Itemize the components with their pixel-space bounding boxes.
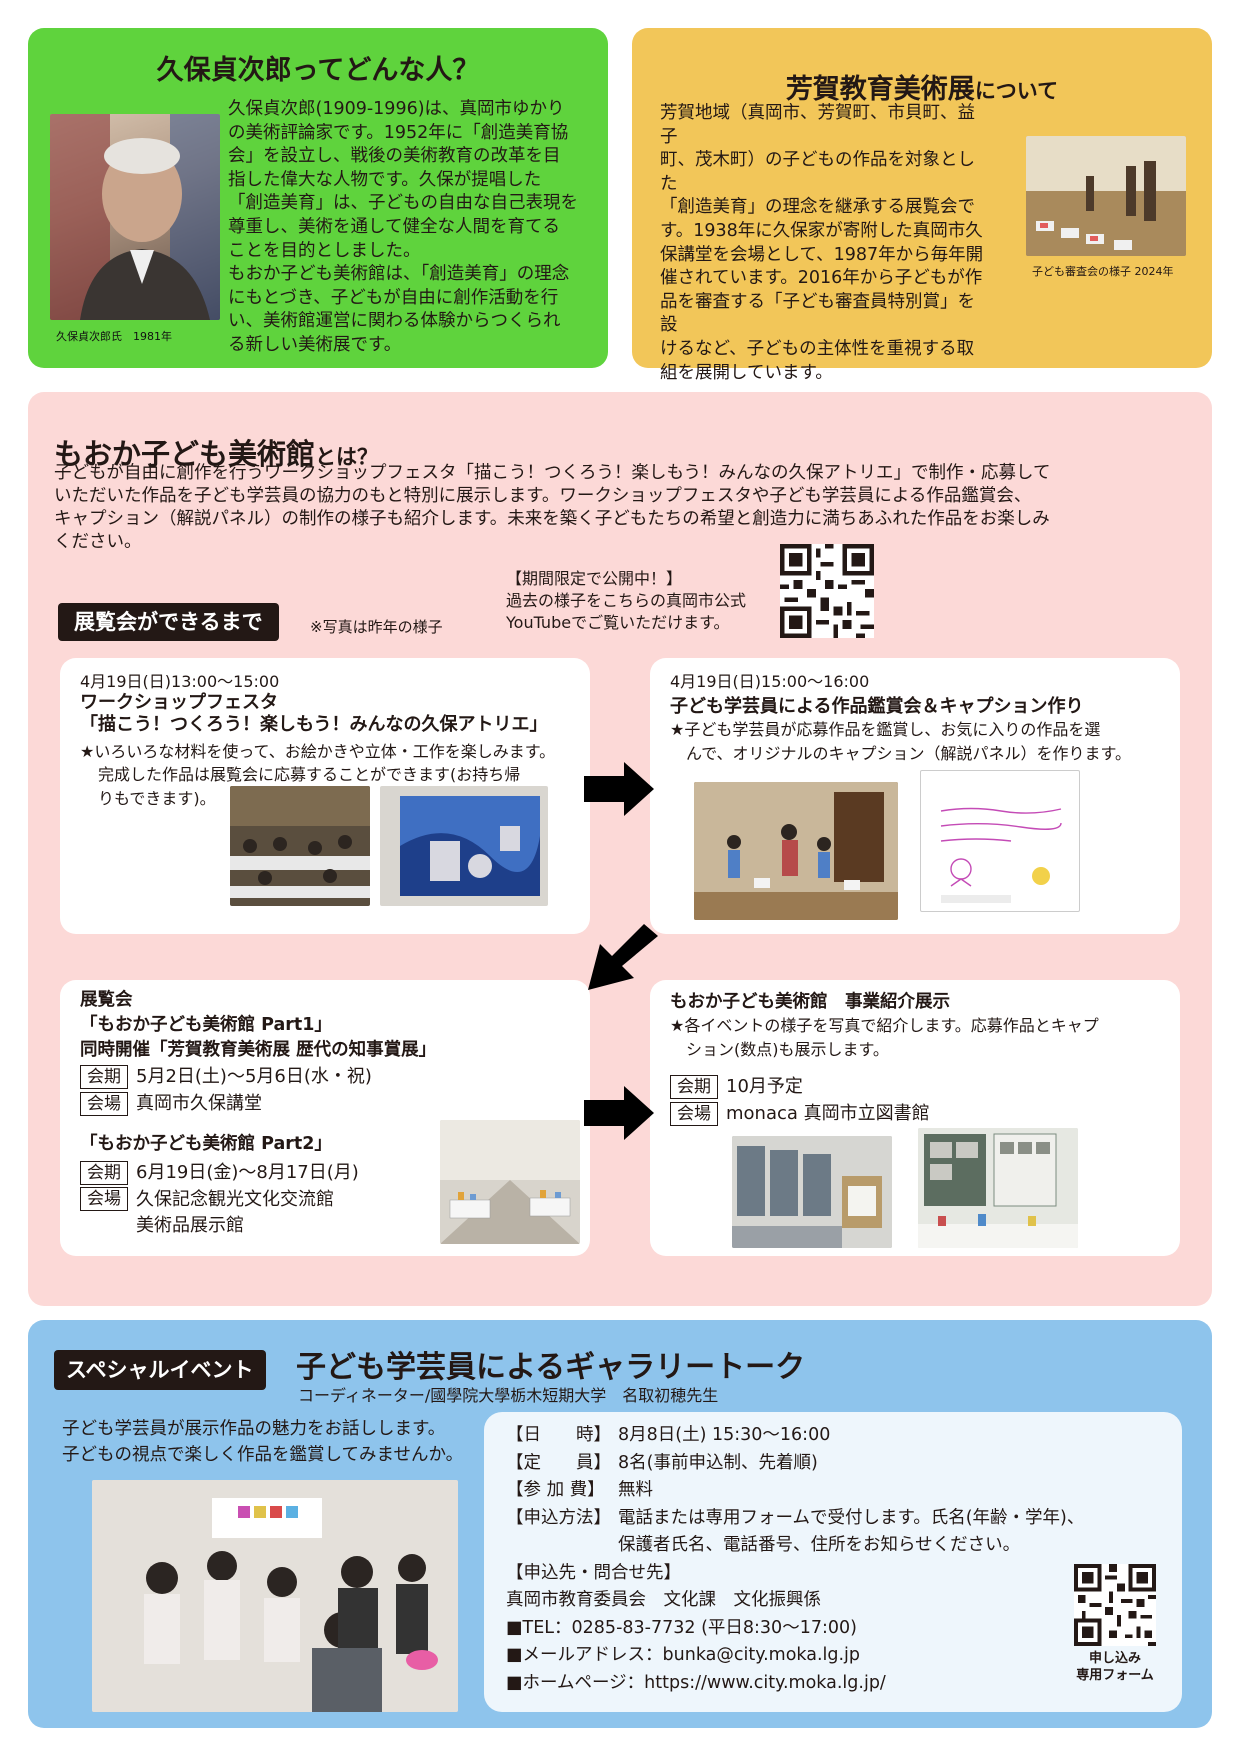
detail-value: 8名(事前申込制、先着順) xyxy=(618,1452,818,1473)
kubo-body: 久保貞次郎(1909-1996)は、真岡市ゆかり の美術評論家です。1952年に… xyxy=(228,99,578,355)
step3-card: 展覧会 「もおか子ども美術館 Part1」 同時開催「芳賀教育美術展 歴代の知事… xyxy=(60,980,590,1256)
step2-photo-appreciation xyxy=(694,782,898,920)
haga-title: 芳賀教育美術展について xyxy=(632,48,1212,106)
step1-desc: ★いろいろな材料を使って、お絵かきや立体・工作を楽しみます。 xyxy=(80,742,556,761)
arrow-right-icon xyxy=(584,762,654,816)
step4-photo-display2 xyxy=(918,1128,1078,1248)
haga-title-main: 芳賀教育美術展 xyxy=(785,74,975,105)
detail-label: 【定 員】 xyxy=(506,1452,611,1473)
step4-photo-display1 xyxy=(732,1136,892,1248)
step4-card: もおか子ども美術館 事業紹介展示 ★各イベントの様子を写真で紹介します。応募作品… xyxy=(650,980,1180,1256)
flow-note: ※写真は昨年の様子 xyxy=(310,618,443,636)
kubo-title: 久保貞次郎ってどんな人？ xyxy=(156,55,480,86)
flow-label: 展覧会ができるまで xyxy=(58,603,279,641)
step1-title: ワークショップフェスタ 「描こう！つくろう！楽しもう！みんなの久保アトリエ」 xyxy=(80,692,548,735)
apply-form-qr-code[interactable] xyxy=(1074,1564,1156,1646)
period-tag: 会期 xyxy=(80,1161,128,1185)
step2-desc: ★子ども学芸員が応募作品を鑑賞し、お気に入りの作品を選 んで、オリジナルのキャプ… xyxy=(670,720,1131,763)
venue-tag: 会場 xyxy=(670,1102,718,1126)
haga-panel: 芳賀教育美術展について 芳賀地域（真岡市、芳賀町、市貝町、益子 町、茂木町）の子… xyxy=(632,28,1212,383)
about-title-suffix: とは？ xyxy=(315,445,379,469)
step4-desc: ★各イベントの様子を写真で紹介します。応募作品とキャプ ション(数点)も展示しま… xyxy=(670,1016,1099,1059)
kubo-photo-caption: 久保貞次郎氏 1981年 xyxy=(56,330,172,343)
gallery-talk-photo xyxy=(92,1480,458,1712)
step2-title: 子ども学芸員による作品鑑賞会＆キャプション作り xyxy=(670,696,1084,717)
step4-venue: monaca 真岡市立図書館 xyxy=(726,1103,930,1124)
step3-period2: 6月19日(金)〜8月17日(月) xyxy=(136,1162,359,1183)
kubo-panel: 久保貞次郎ってどんな人？ 久保貞次郎氏 1981年 久保貞次郎(1909-199… xyxy=(28,28,608,368)
contact-head: 【申込先・問合せ先】 xyxy=(506,1562,681,1583)
step3-part2: 「もおか子ども美術館 Part2」 xyxy=(80,1134,332,1154)
special-details-card: 【日 時】 8月8日(土) 15:30〜16:00 【定 員】 8名(事前申込制、先… xyxy=(484,1412,1182,1712)
step2-photo-caption-card xyxy=(920,770,1080,912)
step1-desc2: 完成した作品は展覧会に応募することができます(お持ち帰 りもできます)。 xyxy=(98,765,521,808)
step1-photo-workshop xyxy=(230,786,370,906)
step1-date: 4月19日(日)13:00〜15:00 xyxy=(80,672,280,691)
haga-body: 芳賀地域（真岡市、芳賀町、市貝町、益子 町、茂木町）の子どもの作品を対象とした … xyxy=(660,103,984,383)
step3-photo-exhibition xyxy=(440,1120,580,1244)
step4-period: 10月予定 xyxy=(726,1076,803,1097)
period-tag: 会期 xyxy=(670,1075,718,1099)
detail-row-apply: 【申込方法】電話または専用フォームで受付します。氏名(年齢・学年)、 xyxy=(506,1505,1084,1533)
period-tag: 会期 xyxy=(80,1065,128,1089)
step3-head: 展覧会 「もおか子ども美術館 Part1」 同時開催「芳賀教育美術展 歴代の知事… xyxy=(80,990,437,1060)
detail-row-fee: 【参 加 費】無料 xyxy=(506,1477,1084,1505)
special-panel: スペシャルイベント 子ども学芸員によるギャラリートーク コーディネーター/國學院… xyxy=(28,1320,1212,1728)
step3-period1: 5月2日(土)〜5月6日(水・祝) xyxy=(136,1066,372,1087)
special-coordinator: コーディネーター/國學院大學栃木短期大学 名取初穂先生 xyxy=(298,1386,719,1405)
step3-period2-row: 会期 6月19日(金)〜8月17日(月) xyxy=(80,1160,359,1186)
detail-value: 8月8日(土) 15:30〜16:00 xyxy=(618,1425,831,1445)
arrow-down-left-icon xyxy=(588,924,658,990)
about-title-main: もおか子ども美術館 xyxy=(54,437,316,471)
step3-venue2-row: 会場久保記念観光文化交流館 美術品展示館 xyxy=(80,1187,334,1239)
venue-tag: 会場 xyxy=(80,1092,128,1116)
detail-label: 【日 時】 xyxy=(506,1425,611,1445)
youtube-note: 【期間限定で公開中！】 過去の様子をこちらの真岡市公式 YouTubeでご覧いた… xyxy=(506,569,747,632)
detail-row-datetime: 【日 時】 8月8日(土) 15:30〜16:00 xyxy=(506,1422,1084,1450)
arrow-right-icon xyxy=(584,1086,654,1140)
step3-period1-row: 会期 5月2日(土)〜5月6日(水・祝) xyxy=(80,1064,372,1090)
about-body: 子どもが自由に創作を行うワークショップフェスタ「描こう！つくろう！楽しもう！みん… xyxy=(54,463,1051,552)
contact-tel[interactable]: ■TEL：0285-83-7732 (平日8:30〜17:00) xyxy=(506,1617,857,1638)
detail-row-capacity: 【定 員】 8名(事前申込制、先着順) xyxy=(506,1450,1084,1478)
detail-row-apply-cont: 保護者氏名、電話番号、住所をお知らせください。 xyxy=(506,1532,1084,1560)
contact-web[interactable]: ■ホームページ：https://www.city.moka.lg.jp/ xyxy=(506,1672,886,1693)
step1-card: 4月19日(日)13:00〜15:00 ワークショップフェスタ 「描こう！つくろ… xyxy=(60,658,590,934)
step4-venue-row: 会場 monaca 真岡市立図書館 xyxy=(670,1101,930,1127)
special-detail-rows: 【日 時】 8月8日(土) 15:30〜16:00 【定 員】 8名(事前申込制、先… xyxy=(506,1422,1084,1697)
haga-photo xyxy=(1026,136,1186,256)
haga-title-suffix: について xyxy=(974,79,1059,103)
step2-date: 4月19日(日)15:00〜16:00 xyxy=(670,672,870,691)
detail-label: 【参 加 費】 xyxy=(506,1480,605,1500)
detail-label: 【申込方法】 xyxy=(506,1507,611,1528)
youtube-qr-code[interactable] xyxy=(780,544,874,638)
step3-venue2: 久保記念観光文化交流館 美術品展示館 xyxy=(136,1189,334,1236)
about-panel: もおか子ども美術館とは？ 子どもが自由に創作を行うワークショップフェスタ「描こう… xyxy=(28,392,1212,1306)
haga-photo-caption: 子ども審査会の様子 2024年 xyxy=(1032,265,1174,278)
qr-caption: 申し込み 専用フォーム xyxy=(1076,1651,1154,1683)
kubo-portrait xyxy=(50,114,220,320)
special-intro: 子ども学芸員が展示作品の魅力をお話しします。 子どもの視点で楽しく作品を鑑賞して… xyxy=(62,1419,464,1465)
contact-mail[interactable]: ■メールアドレス：bunka@city.moka.lg.jp xyxy=(506,1645,861,1665)
contact-org: 真岡市教育委員会 文化課 文化振興係 xyxy=(506,1590,821,1610)
step4-title: もおか子ども美術館 事業紹介展示 xyxy=(670,992,950,1012)
detail-value: 保護者氏名、電話番号、住所をお知らせください。 xyxy=(618,1535,1021,1555)
step1-photo-artwork xyxy=(380,786,548,906)
special-title: 子ども学芸員によるギャラリートーク xyxy=(296,1350,806,1385)
detail-value: 電話または専用フォームで受付します。氏名(年齢・学年)、 xyxy=(618,1507,1085,1528)
step3-venue1-row: 会場真岡市久保講堂 xyxy=(80,1091,262,1117)
step4-period-row: 会期 10月予定 xyxy=(670,1074,803,1100)
step2-card: 4月19日(日)15:00〜16:00 子ども学芸員による作品鑑賞会＆キャプショ… xyxy=(650,658,1180,934)
about-title: もおか子ども美術館とは？ xyxy=(54,412,378,473)
detail-value: 無料 xyxy=(618,1480,653,1500)
special-badge: スペシャルイベント xyxy=(54,1350,266,1390)
venue-tag: 会場 xyxy=(80,1187,128,1211)
step3-venue1: 真岡市久保講堂 xyxy=(136,1093,262,1114)
